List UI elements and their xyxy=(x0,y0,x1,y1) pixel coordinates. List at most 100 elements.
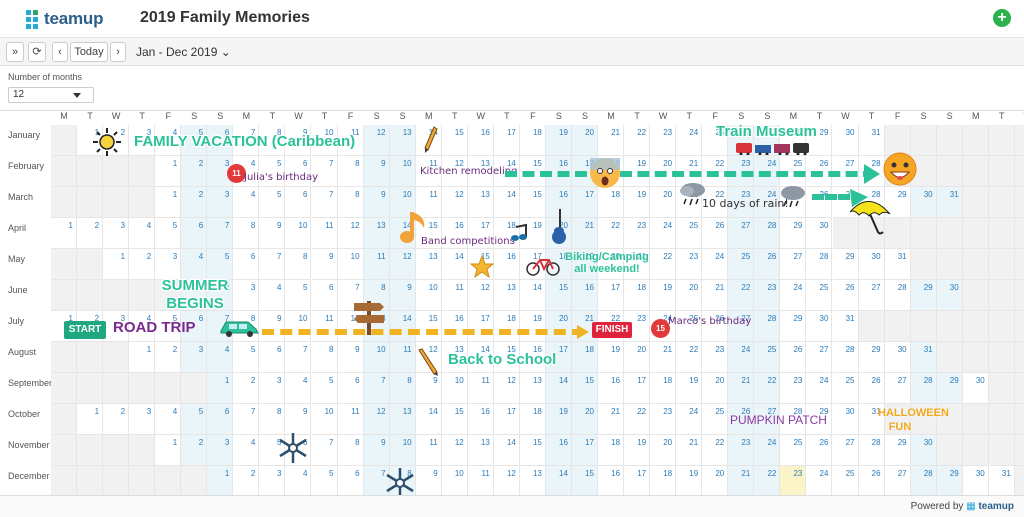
day-cell[interactable]: 12 xyxy=(441,156,468,187)
day-cell[interactable]: 28 xyxy=(754,218,781,249)
day-cell[interactable]: 29 xyxy=(832,249,859,280)
day-cell[interactable]: 30 xyxy=(962,373,989,404)
day-cell[interactable]: 19 xyxy=(519,218,546,249)
day-cell[interactable]: 8 xyxy=(337,187,364,218)
day-cell[interactable]: 4 xyxy=(129,311,156,342)
day-cell[interactable]: 15 xyxy=(572,466,598,497)
day-cell[interactable]: 20 xyxy=(676,280,703,311)
day-cell[interactable]: 21 xyxy=(702,280,729,311)
day-cell[interactable]: 31 xyxy=(884,249,911,280)
day-cell[interactable]: 13 xyxy=(441,342,468,373)
day-cell[interactable]: 30 xyxy=(858,249,885,280)
day-cell[interactable]: 29 xyxy=(910,280,937,311)
day-cell[interactable]: 9 xyxy=(311,249,338,280)
day-cell[interactable]: 24 xyxy=(676,404,703,435)
day-cell[interactable]: 17 xyxy=(467,311,494,342)
day-cell[interactable]: 9 xyxy=(363,435,390,466)
day-cell[interactable]: 4 xyxy=(259,280,286,311)
day-cell[interactable]: 10 xyxy=(285,311,312,342)
day-cell[interactable]: 3 xyxy=(103,311,130,342)
day-cell[interactable]: 1 xyxy=(181,280,208,311)
prev-button[interactable]: ‹ xyxy=(52,42,68,62)
day-cell[interactable]: 27 xyxy=(832,435,859,466)
day-cell[interactable]: 26 xyxy=(754,249,781,280)
day-cell[interactable]: 4 xyxy=(181,249,208,280)
day-cell[interactable]: 19 xyxy=(624,187,651,218)
day-cell[interactable]: 13 xyxy=(519,373,546,404)
day-cell[interactable]: 5 xyxy=(259,187,286,218)
day-cell[interactable]: 17 xyxy=(624,373,651,404)
day-cell[interactable]: 8 xyxy=(259,404,286,435)
event-road-trip[interactable]: ROAD TRIP xyxy=(113,319,196,336)
day-cell[interactable]: 6 xyxy=(337,373,364,404)
day-cell[interactable]: 17 xyxy=(467,218,494,249)
day-cell[interactable]: 25 xyxy=(702,125,729,156)
day-cell[interactable]: 31 xyxy=(936,187,963,218)
months-select[interactable]: 12 xyxy=(8,87,94,103)
day-cell[interactable]: 22 xyxy=(650,249,677,280)
day-cell[interactable]: 27 xyxy=(728,218,755,249)
day-cell[interactable]: 2 xyxy=(129,249,156,280)
day-cell[interactable]: 16 xyxy=(519,342,546,373)
day-cell[interactable]: 5 xyxy=(155,311,182,342)
day-cell[interactable]: 28 xyxy=(884,280,911,311)
day-cell[interactable]: 1 xyxy=(207,373,234,404)
day-cell[interactable]: 30 xyxy=(910,187,937,218)
day-cell[interactable]: 11 xyxy=(337,404,364,435)
day-cell[interactable]: 5 xyxy=(259,156,286,187)
day-cell[interactable]: 16 xyxy=(493,249,520,280)
day-cell[interactable]: 4 xyxy=(155,125,182,156)
day-cell[interactable]: 23 xyxy=(676,249,703,280)
day-cell[interactable]: 20 xyxy=(702,466,729,497)
day-cell[interactable]: 17 xyxy=(493,125,520,156)
day-cell[interactable]: 25 xyxy=(754,342,781,373)
day-cell[interactable]: 2 xyxy=(207,280,234,311)
day-cell[interactable]: 7 xyxy=(207,218,234,249)
day-cell[interactable]: 31 xyxy=(832,311,859,342)
day-cell[interactable]: 11 xyxy=(441,280,468,311)
day-cell[interactable]: 28 xyxy=(780,404,807,435)
day-cell[interactable]: 29 xyxy=(936,466,963,497)
day-cell[interactable]: 1 xyxy=(155,156,182,187)
next-button[interactable]: › xyxy=(110,42,126,62)
day-cell[interactable]: 19 xyxy=(676,373,703,404)
day-cell[interactable]: 15 xyxy=(415,218,442,249)
day-cell[interactable]: 25 xyxy=(702,404,729,435)
day-cell[interactable]: 11 xyxy=(363,249,390,280)
day-cell[interactable]: 10 xyxy=(441,373,468,404)
day-cell[interactable]: 21 xyxy=(598,404,625,435)
day-cell[interactable]: 19 xyxy=(545,404,572,435)
day-cell[interactable]: 26 xyxy=(806,435,833,466)
day-cell[interactable]: 18 xyxy=(493,218,520,249)
day-cell[interactable]: 23 xyxy=(650,125,677,156)
day-cell[interactable]: 13 xyxy=(363,218,390,249)
day-cell[interactable]: 18 xyxy=(519,404,546,435)
day-cell[interactable]: 12 xyxy=(467,280,494,311)
day-cell[interactable]: 11 xyxy=(311,311,338,342)
day-cell[interactable]: 28 xyxy=(780,125,807,156)
day-cell[interactable]: 15 xyxy=(493,342,520,373)
day-cell[interactable]: 29 xyxy=(806,404,833,435)
day-cell[interactable]: 3 xyxy=(259,466,286,497)
day-cell[interactable]: 15 xyxy=(415,311,442,342)
day-cell[interactable]: 21 xyxy=(728,466,755,497)
powered-by[interactable]: Powered by ▦ teamup xyxy=(911,501,1014,512)
day-cell[interactable]: 12 xyxy=(493,373,520,404)
day-cell[interactable]: 8 xyxy=(259,125,286,156)
day-cell[interactable]: 5 xyxy=(259,435,286,466)
day-cell[interactable]: 27 xyxy=(858,280,885,311)
day-cell[interactable]: 15 xyxy=(545,280,572,311)
day-cell[interactable]: 15 xyxy=(467,249,494,280)
day-cell[interactable]: 2 xyxy=(181,187,208,218)
day-cell[interactable]: 25 xyxy=(832,373,859,404)
today-button[interactable]: Today xyxy=(70,42,108,62)
day-cell[interactable]: 3 xyxy=(129,125,156,156)
day-cell[interactable]: 22 xyxy=(754,466,781,497)
day-cell[interactable]: 25 xyxy=(676,311,703,342)
day-cell[interactable]: 10 xyxy=(389,435,416,466)
day-cell[interactable]: 12 xyxy=(337,218,364,249)
day-cell[interactable]: 24 xyxy=(650,311,677,342)
day-cell[interactable]: 7 xyxy=(233,404,260,435)
day-cell[interactable]: 29 xyxy=(884,187,911,218)
day-cell[interactable]: 11 xyxy=(467,373,494,404)
